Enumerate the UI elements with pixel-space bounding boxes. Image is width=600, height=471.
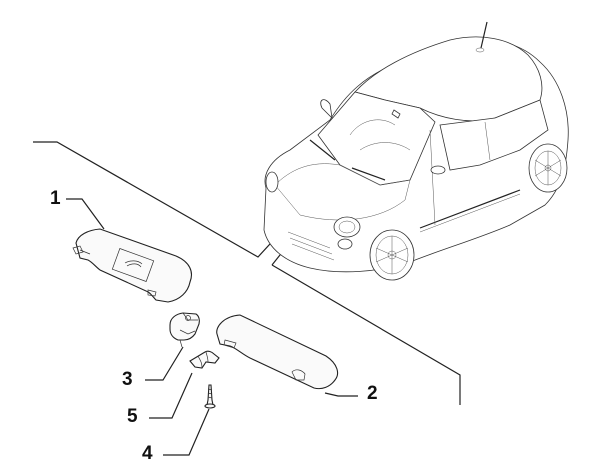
callout-4: 4 <box>142 443 153 464</box>
part-5-retaining-clip <box>189 350 220 369</box>
part-3-visor-bracket <box>169 312 200 348</box>
callout-1: 1 <box>50 188 61 209</box>
leader-2 <box>324 392 358 397</box>
leader-5 <box>149 372 193 419</box>
car-illustration <box>263 21 569 281</box>
callout-2: 2 <box>367 383 378 404</box>
part-2-right-sun-visor <box>216 314 339 390</box>
leader-4 <box>163 408 210 456</box>
leader-1 <box>66 198 105 230</box>
part-4-screw <box>204 384 216 409</box>
callout-5: 5 <box>127 406 138 427</box>
leader-lines <box>66 198 358 456</box>
part-1-left-sun-visor <box>72 228 193 303</box>
callout-3: 3 <box>122 369 133 390</box>
leader-3 <box>145 346 184 381</box>
